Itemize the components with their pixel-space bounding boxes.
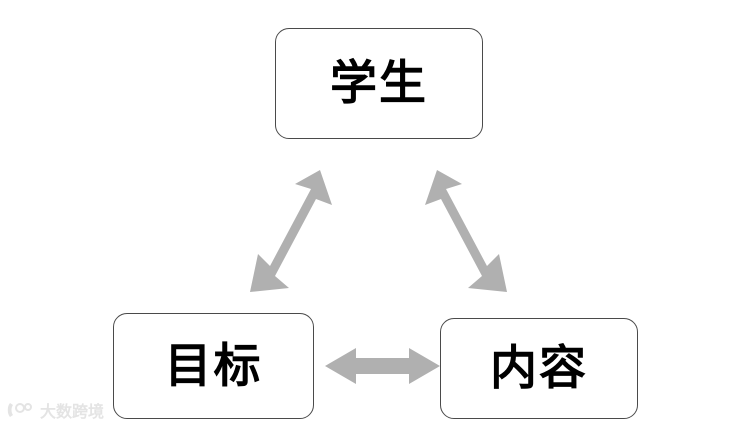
node-goal[interactable]: 目标 xyxy=(113,313,314,419)
watermark-logo-icon xyxy=(7,403,32,417)
connector-student-content xyxy=(425,170,507,292)
watermark: 大数跨境 xyxy=(6,398,104,422)
node-content-label: 内容 xyxy=(490,341,588,396)
watermark-text: 大数跨境 xyxy=(40,402,105,421)
connector-goal-content xyxy=(325,348,440,384)
node-student-label: 学生 xyxy=(330,56,428,111)
connector-goal-student xyxy=(250,170,332,292)
node-goal-label: 目标 xyxy=(164,338,263,394)
node-student[interactable]: 学生 xyxy=(275,28,483,139)
node-content[interactable]: 内容 xyxy=(440,318,638,419)
